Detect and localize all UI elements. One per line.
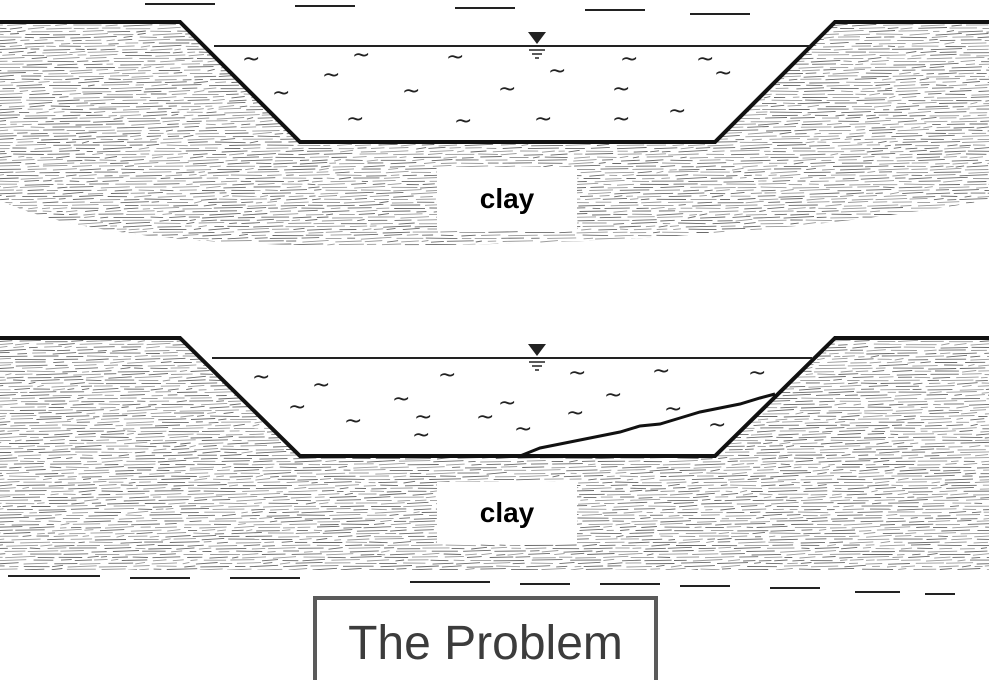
- wave-glyph: ~: [514, 417, 532, 442]
- wave-glyph: ~: [548, 59, 566, 84]
- wave-glyph: ~: [288, 395, 306, 420]
- dashed-boundary-top: [145, 4, 750, 14]
- wave-glyph: ~: [708, 413, 726, 438]
- wave-glyph: ~: [714, 61, 732, 86]
- wave-glyph: ~: [748, 361, 766, 386]
- canal-outline-bottom: [0, 338, 989, 456]
- wave-glyph: ~: [344, 409, 362, 434]
- wave-glyph: ~: [566, 401, 584, 426]
- wave-glyph: ~: [612, 107, 630, 132]
- wave-glyph: ~: [668, 99, 686, 124]
- wave-glyph: ~: [534, 107, 552, 132]
- wave-glyph: ~: [604, 383, 622, 408]
- wave-glyph: ~: [252, 365, 270, 390]
- clay-label-top: clay: [437, 167, 577, 231]
- wave-glyph: ~: [620, 47, 638, 72]
- wave-glyph: ~: [476, 405, 494, 430]
- wave-glyph: ~: [346, 107, 364, 132]
- wave-glyph: ~: [696, 47, 714, 72]
- dashed-boundary-bottom: [8, 576, 955, 594]
- caption-text: The Problem: [348, 616, 623, 671]
- wave-glyph: ~: [652, 359, 670, 384]
- clay-label-bottom: clay: [437, 482, 577, 544]
- wave-glyph: ~: [412, 423, 430, 448]
- wave-glyph: ~: [312, 373, 330, 398]
- wave-glyph: ~: [402, 79, 420, 104]
- wave-glyph: ~: [352, 43, 370, 68]
- water-waves-bottom: ~~~~~~~~~~~~~~~~~~: [252, 359, 766, 448]
- canal-section-cracked: ~~~~~~~~~~~~~~~~~~: [0, 338, 989, 456]
- water-waves-top: ~~~~~~~~~~~~~~~~~: [242, 43, 732, 134]
- wave-glyph: ~: [392, 387, 410, 412]
- wave-glyph: ~: [242, 47, 260, 72]
- wave-glyph: ~: [446, 45, 464, 70]
- caption-box: The Problem: [313, 596, 658, 680]
- wave-glyph: ~: [438, 363, 456, 388]
- wave-glyph: ~: [498, 391, 516, 416]
- wave-glyph: ~: [272, 81, 290, 106]
- wave-glyph: ~: [454, 109, 472, 134]
- wave-glyph: ~: [498, 77, 516, 102]
- wave-glyph: ~: [612, 77, 630, 102]
- wave-glyph: ~: [568, 361, 586, 386]
- wave-glyph: ~: [322, 63, 340, 88]
